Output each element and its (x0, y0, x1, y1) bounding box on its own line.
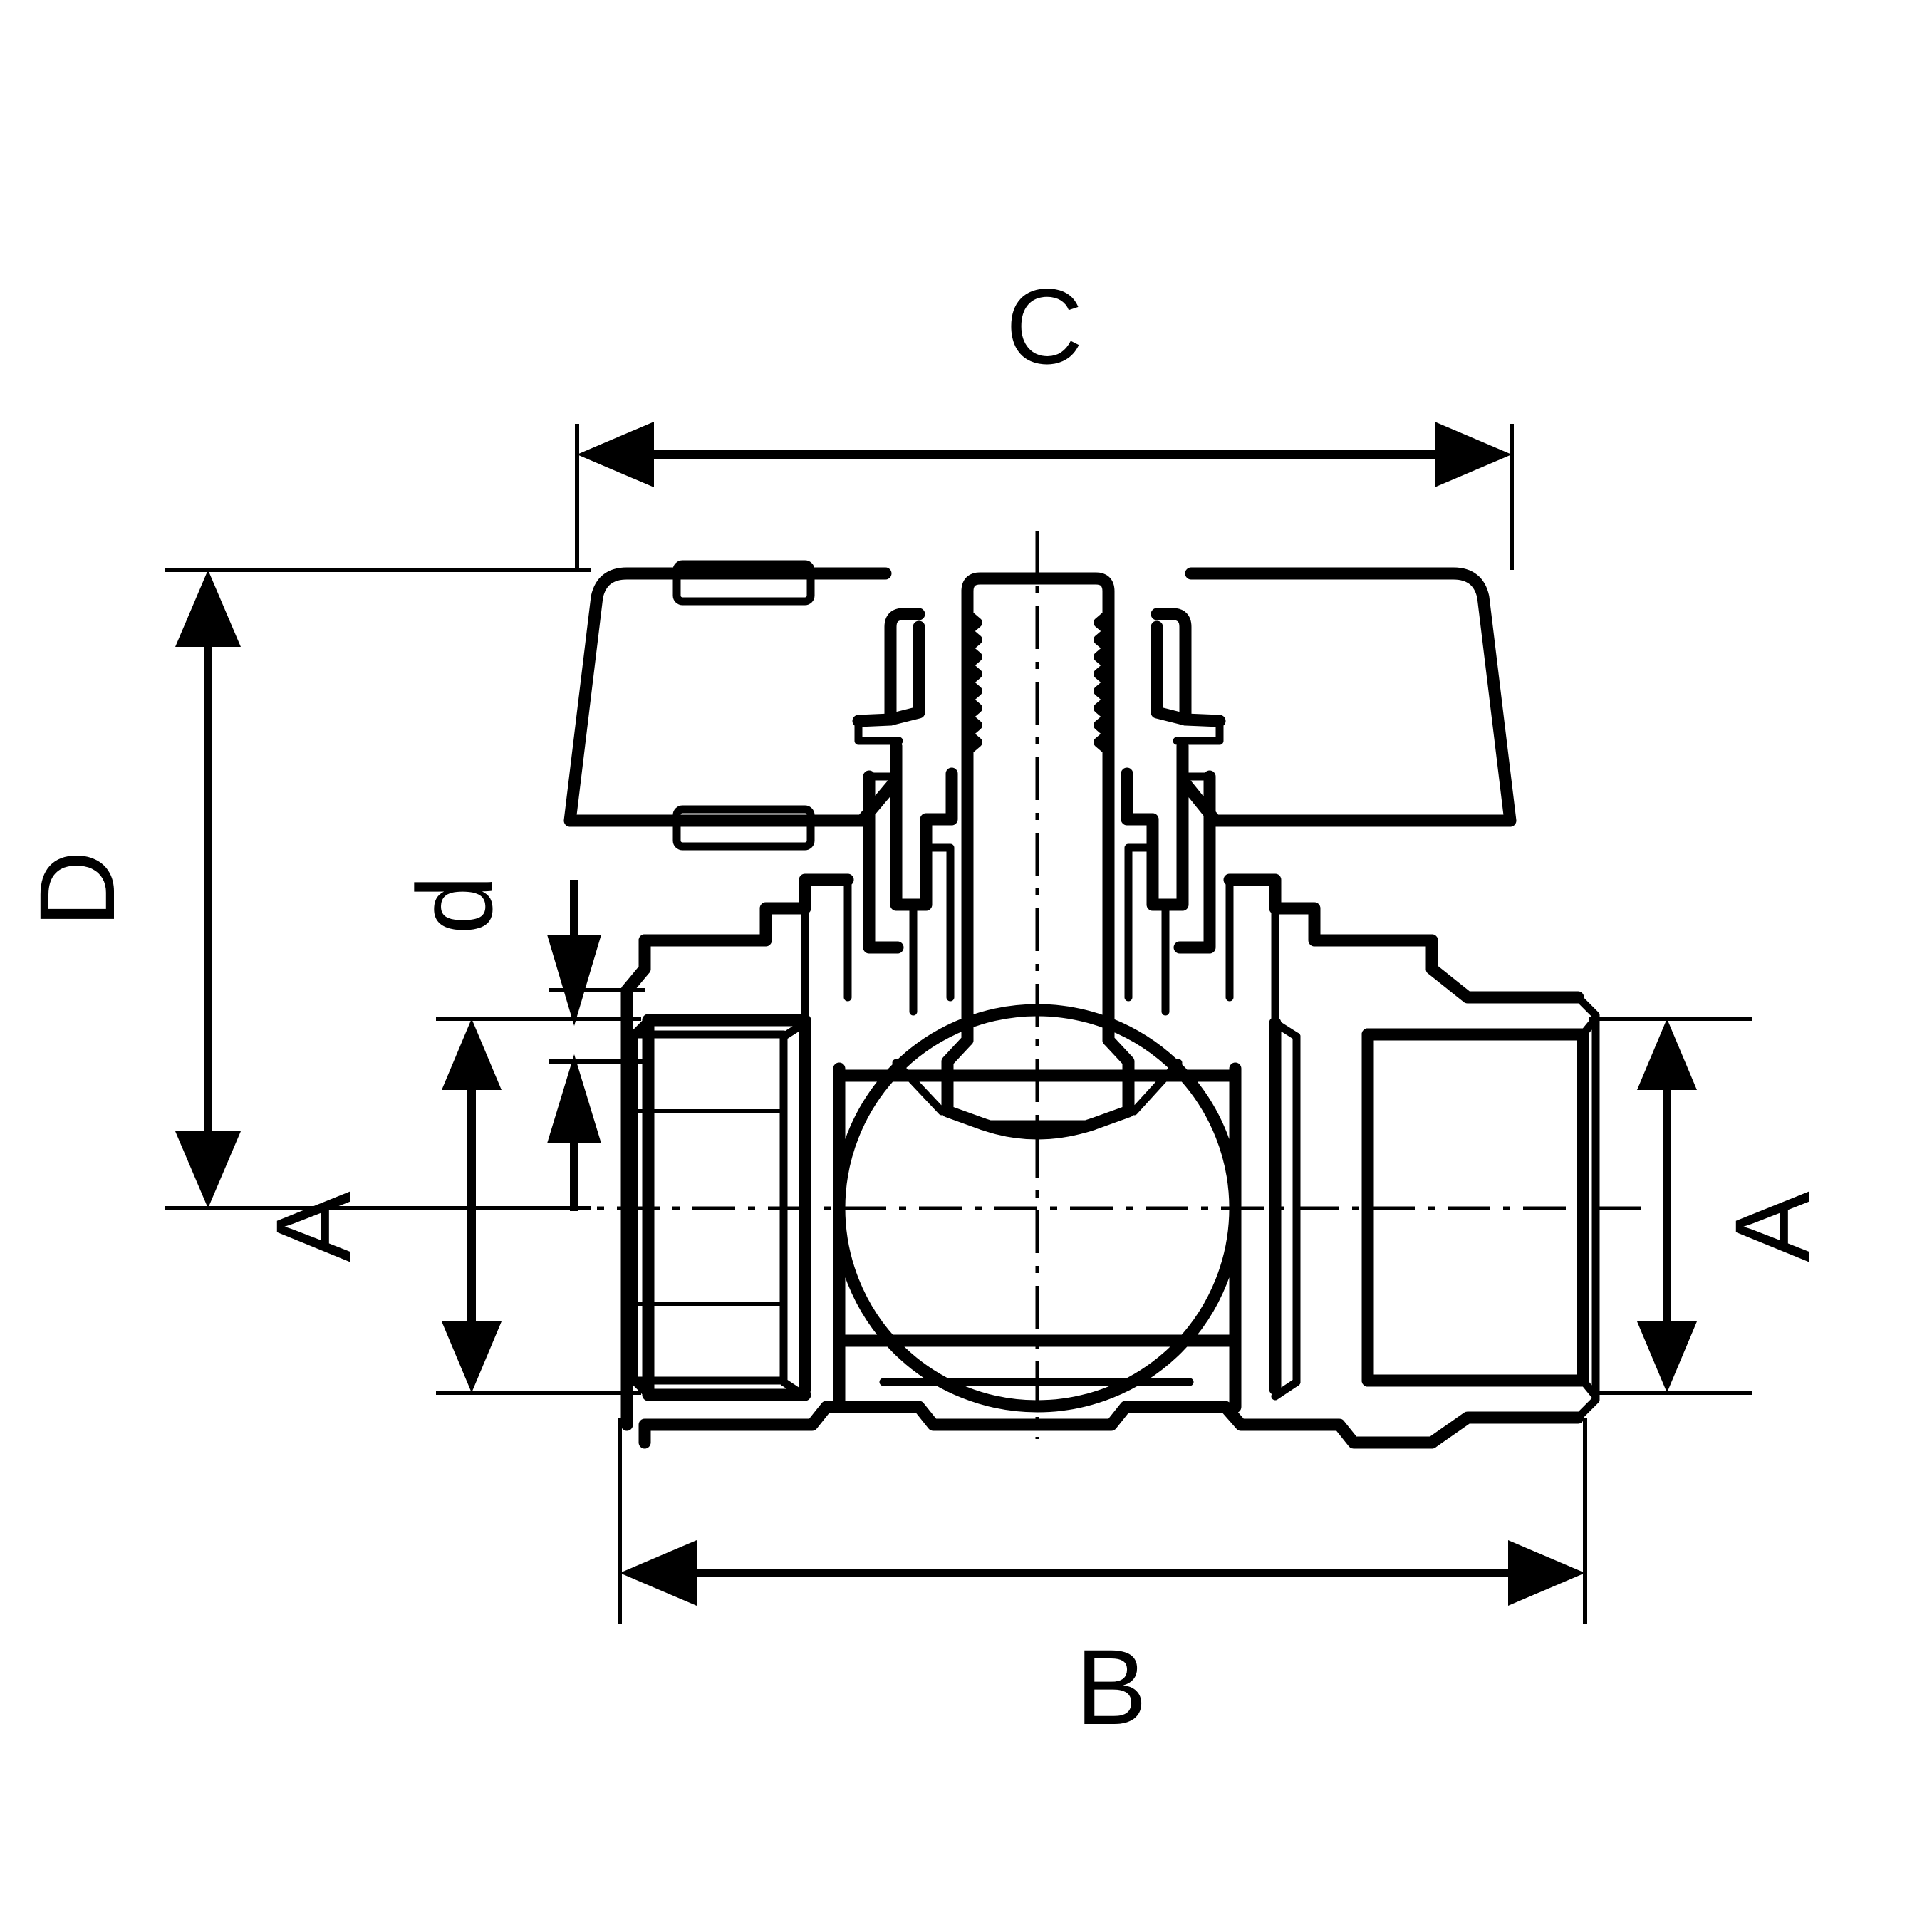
port-right-thread-end (1574, 993, 1600, 1422)
ball-stem-slot (977, 1118, 1099, 1140)
dimension-d-small: d (395, 875, 601, 1211)
port-right-chamfer-top (1579, 1014, 1600, 1039)
stem-nut (852, 608, 1226, 745)
dim-b-label: B (1076, 1627, 1147, 1747)
dim-a-left-arrow-top (442, 1019, 502, 1090)
ball-chamfer-upper-right (1130, 1059, 1183, 1116)
stem-nut-right-washer (1179, 713, 1226, 727)
body-bottom-profile (638, 1401, 1438, 1449)
stem-thread-left (962, 609, 982, 756)
left-wing-outline (564, 567, 873, 827)
left-wing-slot-lower (672, 805, 815, 851)
seats (779, 1017, 1301, 1401)
dim-a-left-arrow-bottom (442, 1321, 502, 1393)
stem-nut-right-washer-edge (1173, 717, 1224, 745)
port-right-chamfer-bottom (1579, 1376, 1600, 1401)
seat-right-shell-bot (1271, 1378, 1301, 1401)
seat-right-shell-top (1271, 1019, 1301, 1041)
left-wing-slot-upper (672, 560, 815, 606)
stem-shoulder-left (941, 1034, 990, 1131)
dim-a-right-label: A (1713, 1191, 1832, 1262)
dimension-a-left: A (254, 1019, 502, 1393)
dimension-c: C (577, 266, 1512, 487)
dim-c-arrow-right (1435, 422, 1512, 487)
stem-nut-left-washer (852, 713, 897, 727)
gland-right-outer (1121, 740, 1189, 911)
stem-thread-right (1094, 609, 1113, 756)
ball-chamfer-upper-left (892, 1059, 946, 1116)
dimension-a-right: A (1637, 1019, 1832, 1393)
dim-d-small-arrow-bottom (547, 1054, 601, 1143)
dimension-d-big: D (17, 570, 241, 1208)
dim-d-arrow-top (175, 570, 241, 647)
dim-d-small-label: d (395, 875, 514, 934)
stem-right-outline (961, 572, 1115, 1046)
stem-shoulder-right (1086, 1034, 1135, 1131)
extension-lines (165, 424, 1752, 1624)
dim-d-arrow-bottom (175, 1131, 241, 1208)
gland-right-packing (1124, 843, 1157, 1002)
dim-c-label: C (1006, 266, 1083, 386)
dim-d-label: D (17, 851, 137, 928)
port-left-chamfer-top (630, 1016, 653, 1039)
gland-left-flange (863, 770, 904, 954)
stem-nut-right-flank (1151, 608, 1192, 726)
dim-a-right-arrow-bottom (1637, 1321, 1697, 1393)
port-left-outer-left (620, 962, 651, 1431)
dim-c-arrow-left (577, 422, 654, 487)
dim-b-arrow-right (1508, 1540, 1585, 1606)
stem-nut-left-flank (884, 608, 925, 726)
gland-left-packing (922, 843, 955, 1002)
dim-d-small-arrow-top (547, 935, 601, 1026)
port-left (620, 934, 811, 1431)
port-left-chamfer-bottom (630, 1376, 653, 1399)
port-right (1361, 934, 1600, 1449)
dim-a-right-arrow-top (1637, 1019, 1697, 1090)
dimension-b: B (620, 1540, 1585, 1747)
body-bottom (638, 1334, 1438, 1449)
gland-left-outer (890, 740, 958, 911)
gland-right-flange (1173, 770, 1216, 954)
packing-gland (863, 740, 1216, 1016)
right-wing-outline (1205, 567, 1517, 827)
dim-a-left-label: A (254, 1191, 373, 1262)
centrelines (541, 531, 1646, 1439)
dim-b-arrow-left (620, 1540, 697, 1606)
stem-nut-left-washer-edge (854, 717, 903, 745)
